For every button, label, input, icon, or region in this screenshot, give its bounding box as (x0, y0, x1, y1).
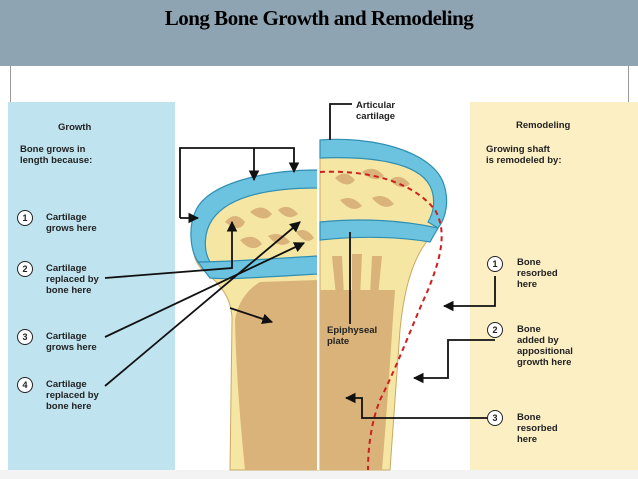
remodeling-item-1-text: Bone resorbed here (517, 257, 558, 290)
remodeling-panel (470, 102, 638, 470)
divider-left (10, 66, 11, 102)
growth-heading: Growth (58, 122, 92, 133)
remodeling-item-2-text: Bone added by appositional growth here (517, 324, 573, 368)
growth-intro: Bone grows in length because: (20, 144, 93, 166)
growth-number-3: 3 (17, 329, 33, 345)
bone-right-half (319, 138, 448, 471)
epiphyseal-plate-label: Epiphyseal plate (327, 325, 378, 347)
remodeling-number-3: 3 (487, 410, 503, 426)
growth-panel (8, 102, 175, 470)
growth-number-1: 1 (17, 210, 33, 226)
remodeling-number-1: 1 (487, 256, 503, 272)
title-bar (0, 0, 638, 66)
growth-number-2: 2 (17, 261, 33, 277)
growth-item-3-text: Cartilage grows here (46, 331, 97, 353)
remodeling-intro: Growing shaft is remodeled by: (486, 144, 562, 166)
growth-item-2-text: Cartilage replaced by bone here (46, 263, 99, 296)
growth-item-4-text: Cartilage replaced by bone here (46, 379, 99, 412)
growth-number-4: 4 (17, 377, 33, 393)
articular-cartilage-label: Articular cartilage (356, 100, 396, 122)
remodeling-number-2: 2 (487, 322, 503, 338)
remodeling-item-3-text: Bone resorbed here (517, 412, 558, 445)
bottom-strip (0, 470, 638, 479)
growth-item-1-text: Cartilage grows here (46, 212, 97, 234)
bone-left-half (190, 169, 319, 471)
page-title: Long Bone Growth and Remodeling (164, 6, 474, 30)
remodeling-heading: Remodeling (516, 120, 571, 131)
divider-right (628, 66, 629, 102)
